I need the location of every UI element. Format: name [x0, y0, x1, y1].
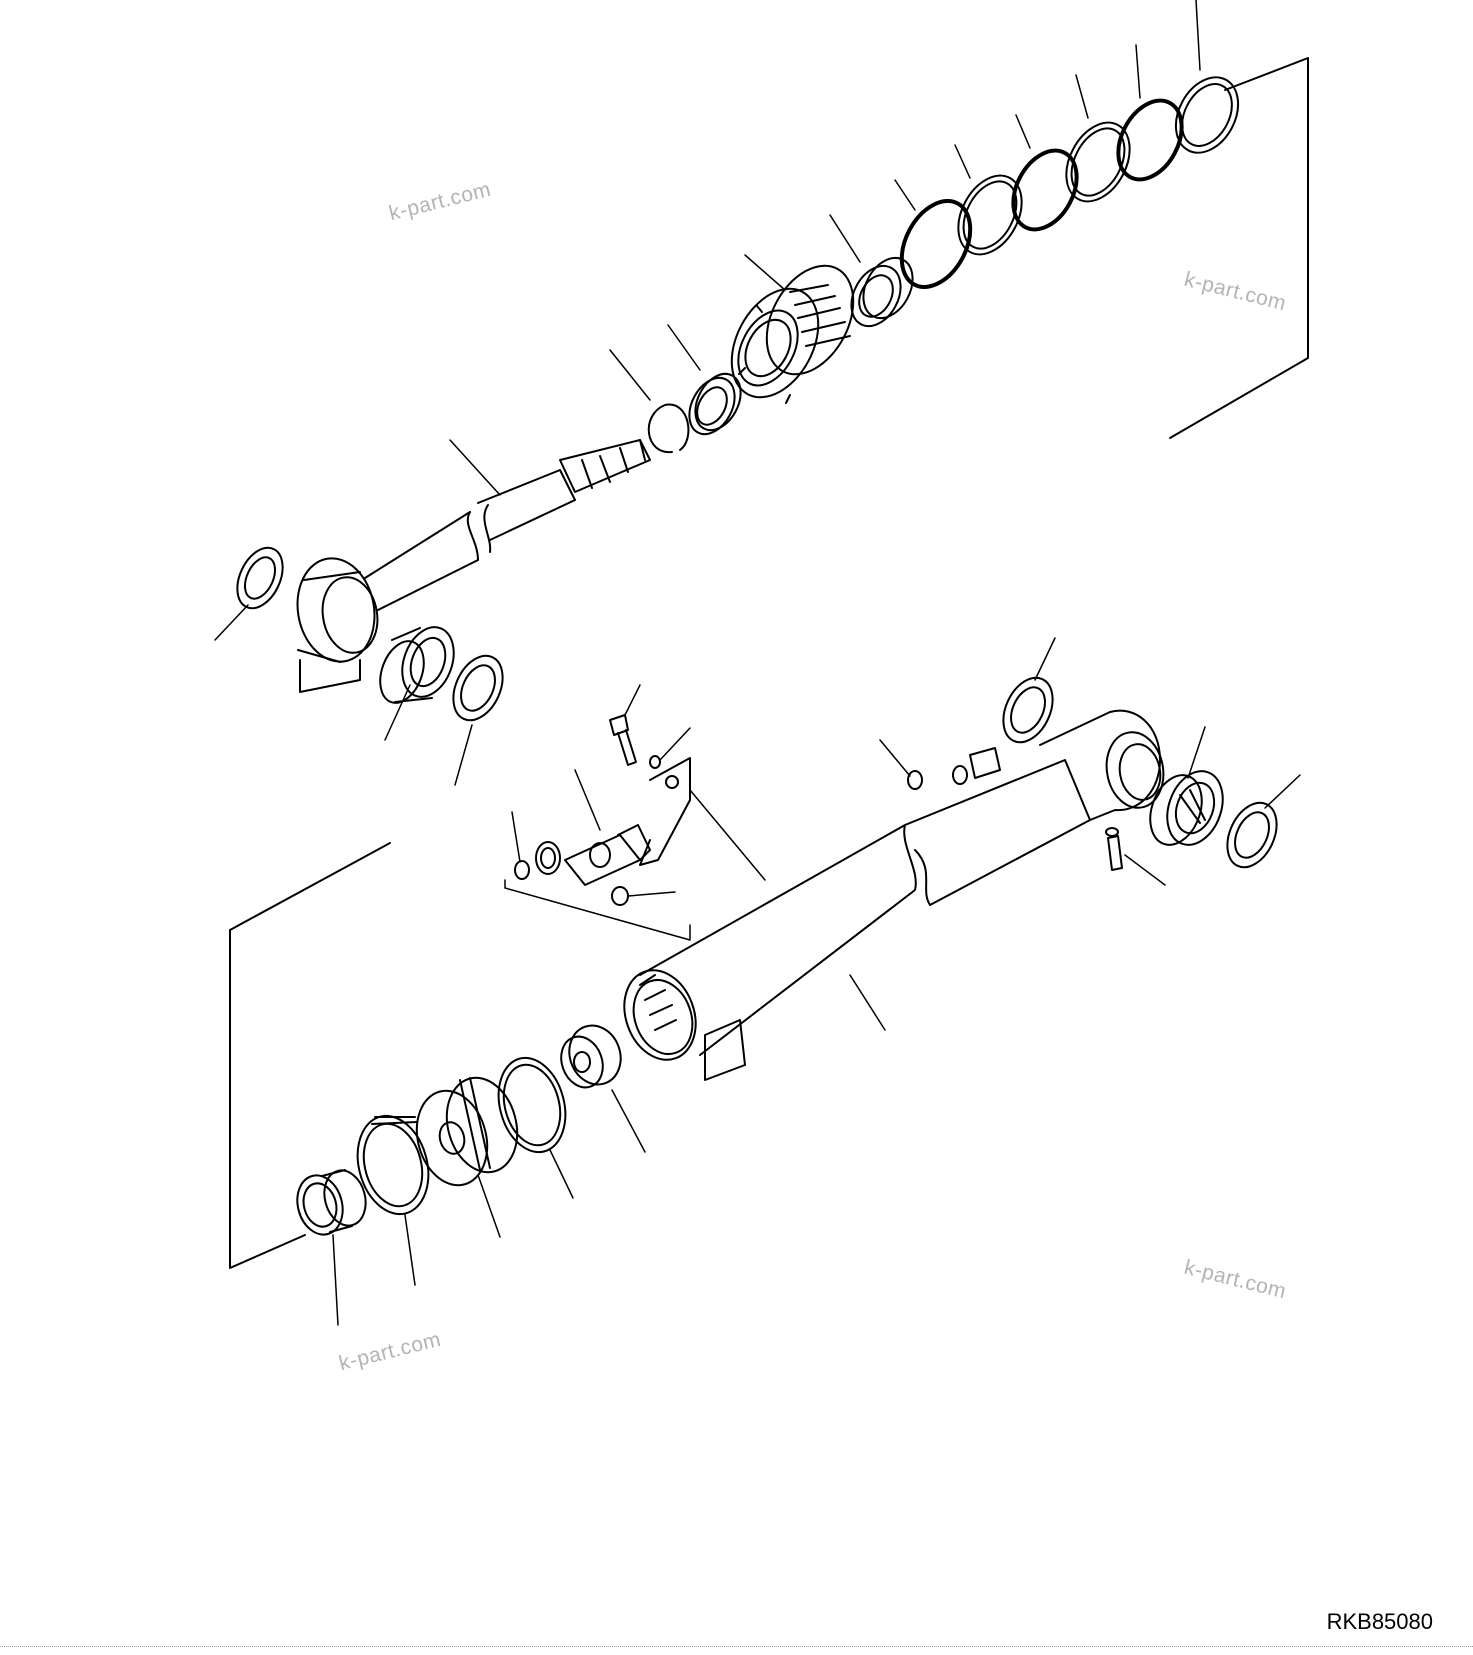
- piston-rod: [364, 439, 651, 611]
- tube-dust-seal-right: [1226, 801, 1278, 869]
- rod-eye: [296, 557, 379, 693]
- piston-nut: [560, 1024, 622, 1089]
- cushion-collar: [296, 1169, 367, 1236]
- port-block: [952, 747, 1001, 785]
- washer: [649, 755, 661, 769]
- dust-seal-right: [452, 654, 504, 722]
- o-ring-2: [1011, 148, 1079, 232]
- tube-assembly-bracket: [229, 842, 391, 1269]
- leader-lines-upper: [214, 0, 1201, 786]
- piston: [415, 1076, 519, 1187]
- tube-bushing: [1149, 770, 1224, 846]
- tube-dust-seal-top: [1002, 676, 1054, 744]
- backup-ring-2: [957, 174, 1023, 256]
- small-o-ring-bottom: [611, 886, 629, 906]
- cylinder-tube: [623, 759, 1091, 1081]
- small-o-ring-right: [907, 770, 923, 790]
- leader-lines-lower: [332, 637, 1301, 1326]
- pipe-clamp: [639, 757, 691, 866]
- piston-wear-ring: [497, 1056, 567, 1154]
- seal-ring-1: [1174, 76, 1240, 154]
- cylinder-head: [730, 264, 855, 404]
- grease-fitting: [1105, 827, 1123, 871]
- backup-ring-1: [1065, 121, 1131, 203]
- o-ring-3: [899, 199, 973, 289]
- piston-seal: [356, 1114, 430, 1216]
- o-ring-1: [1116, 98, 1184, 182]
- rod-packing: [688, 372, 742, 436]
- hydraulic-pipe: [535, 824, 651, 886]
- bolt: [609, 714, 637, 766]
- bushing-ring: [850, 256, 914, 328]
- snap-ring: [647, 403, 690, 454]
- rod-bushing: [379, 626, 455, 704]
- tube-eye: [1039, 709, 1165, 821]
- small-o-ring-left: [514, 860, 530, 880]
- dust-seal-left: [236, 546, 284, 610]
- rod-assembly-bracket: [1169, 57, 1309, 439]
- drawing-id-label: RKB85080: [1326, 1609, 1433, 1634]
- pipe-callout-bracket: [504, 879, 691, 941]
- bottom-border: [0, 1646, 1473, 1647]
